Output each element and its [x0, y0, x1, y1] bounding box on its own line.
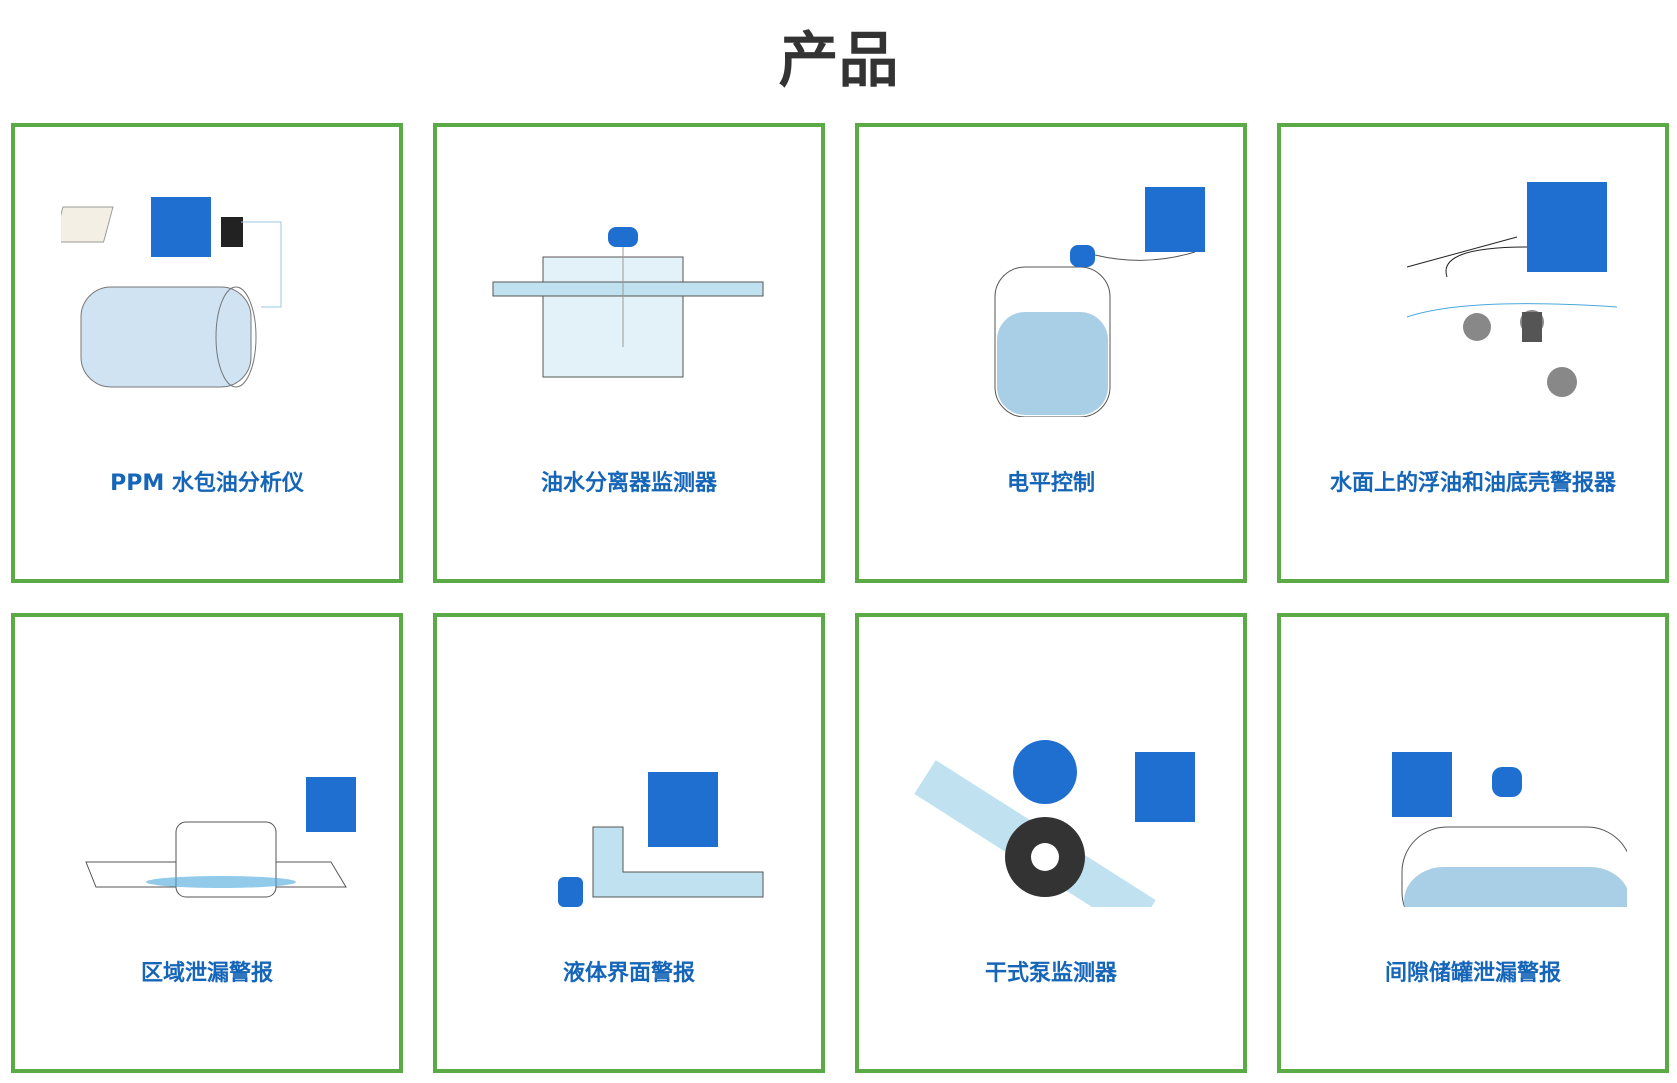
- product-card-dry-pump-monitor[interactable]: 干式泵监测器: [855, 613, 1247, 1073]
- liquid-interface-alarm-illustration: [558, 772, 764, 907]
- level-control-illustration: [994, 187, 1205, 417]
- product-label: 电平控制: [1006, 471, 1095, 496]
- ppm-analyzer-illustration: [61, 197, 282, 388]
- product-card-ppm-analyzer[interactable]: PPM 水包油分析仪: [11, 123, 403, 583]
- product-label: 间隙储罐泄漏警报: [1384, 961, 1561, 986]
- product-label: 区域泄漏警报: [140, 961, 273, 986]
- area-leak-alarm-illustration: [85, 777, 356, 898]
- product-label: 水面上的浮油和油底壳警报器: [1329, 471, 1616, 496]
- product-label: 液体界面警报: [562, 961, 695, 986]
- oil-water-separator-illustration: [492, 227, 764, 378]
- product-card-interstitial-tank-leak[interactable]: 间隙储罐泄漏警报: [1277, 613, 1669, 1073]
- product-card-floating-oil-alarm[interactable]: 水面上的浮油和油底壳警报器: [1277, 123, 1669, 583]
- product-card-area-leak-alarm[interactable]: 区域泄漏警报: [11, 613, 403, 1073]
- product-card-liquid-interface-alarm[interactable]: 液体界面警报: [433, 613, 825, 1073]
- product-label: 油水分离器监测器: [540, 471, 717, 496]
- product-card-level-control[interactable]: 电平控制: [855, 123, 1247, 583]
- floating-oil-alarm-illustration: [1406, 182, 1618, 397]
- product-label: 干式泵监测器: [984, 961, 1117, 986]
- product-card-oil-water-separator[interactable]: 油水分离器监测器: [433, 123, 825, 583]
- product-label: PPM 水包油分析仪: [110, 471, 304, 496]
- product-grid: PPM 水包油分析仪 油水分离器监测器 电平控制 水面上的浮油和油底壳警报器: [11, 123, 1669, 1073]
- dry-pump-monitor-illustration: [914, 740, 1195, 907]
- page-title: 产品: [778, 26, 899, 96]
- interstitial-tank-leak-illustration: [1392, 752, 1627, 907]
